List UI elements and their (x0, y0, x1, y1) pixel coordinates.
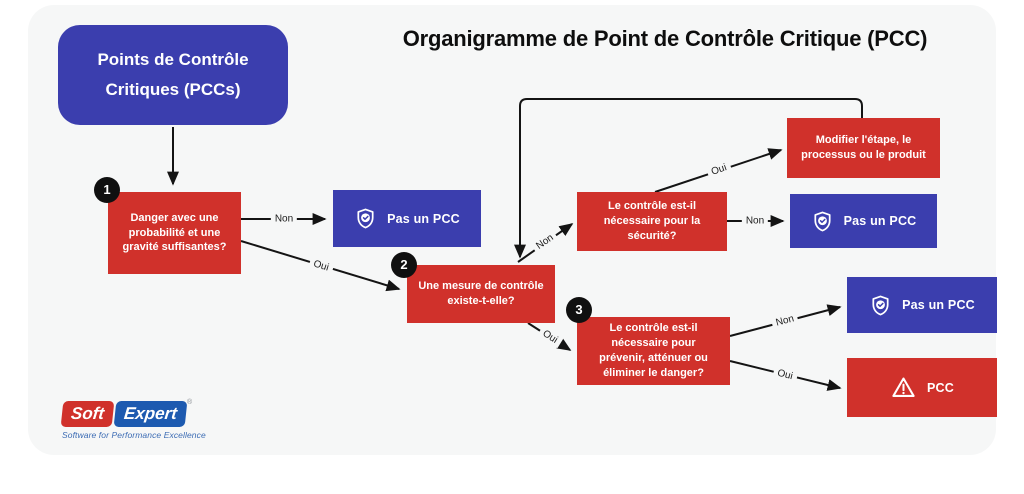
node-modify-label: Modifier l'étape, le processus ou le pro… (801, 134, 926, 161)
registered-trademark-symbol: ® (186, 399, 193, 406)
node-pcc-label: PCC (927, 380, 954, 395)
page-title: Organigramme de Point de Contrôle Critiq… (402, 26, 928, 51)
node-q1-label: Danger avec une probabilité et une gravi… (122, 211, 227, 254)
node-pcc: PCC (847, 358, 997, 417)
step-1-badge: 1 (94, 177, 120, 203)
edge-label-security-non: Non (741, 215, 769, 227)
softexpert-logo: Soft Expert ® Software for Performance E… (60, 399, 206, 440)
node-not-pcc-1: Pas un PCC (333, 190, 481, 247)
node-q2-control-measure: Une mesure de contrôle existe-t-elle? 2 (391, 252, 555, 323)
shield-check-icon (869, 294, 892, 317)
node-not-pcc-2-label: Pas un PCC (843, 214, 917, 228)
node-not-pcc-1-label: Pas un PCC (387, 211, 460, 226)
node-q-security: Le contrôle est-il nécessaire pour la sé… (577, 192, 727, 251)
node-q2-label: Une mesure de contrôle existe-t-elle? (418, 280, 544, 307)
logo-soft-badge: Soft (60, 401, 115, 427)
node-not-pcc-2: Pas un PCC (790, 194, 937, 248)
step-2-badge: 2 (391, 252, 417, 278)
node-q1-danger: Danger avec une probabilité et une gravi… (94, 177, 241, 274)
node-q3-label: Le contrôle est-il nécessaire pour préve… (599, 322, 708, 379)
logo-expert-text: Expert (123, 404, 179, 423)
node-start-pccs: Points de Contrôle Critiques (PCCs) (58, 25, 288, 125)
shield-check-icon (354, 207, 377, 230)
shield-check-icon (811, 210, 834, 233)
node-start-label: Points de Contrôle Critiques (PCCs) (97, 50, 249, 99)
logo-tagline: Software for Performance Excellence (62, 430, 206, 440)
node-modify-step: Modifier l'étape, le processus ou le pro… (787, 118, 940, 178)
edge-label-q1-non: Non (270, 213, 298, 225)
node-not-pcc-3: Pas un PCC (847, 277, 997, 333)
logo-soft-text: Soft (70, 404, 106, 423)
node-q-security-label: Le contrôle est-il nécessaire pour la sé… (603, 200, 701, 242)
logo-expert-badge: Expert (113, 401, 188, 427)
node-q3-prevent: Le contrôle est-il nécessaire pour préve… (566, 297, 730, 385)
step-3-badge: 3 (566, 297, 592, 323)
warning-triangle-icon (890, 374, 917, 401)
node-not-pcc-3-label: Pas un PCC (902, 298, 975, 312)
